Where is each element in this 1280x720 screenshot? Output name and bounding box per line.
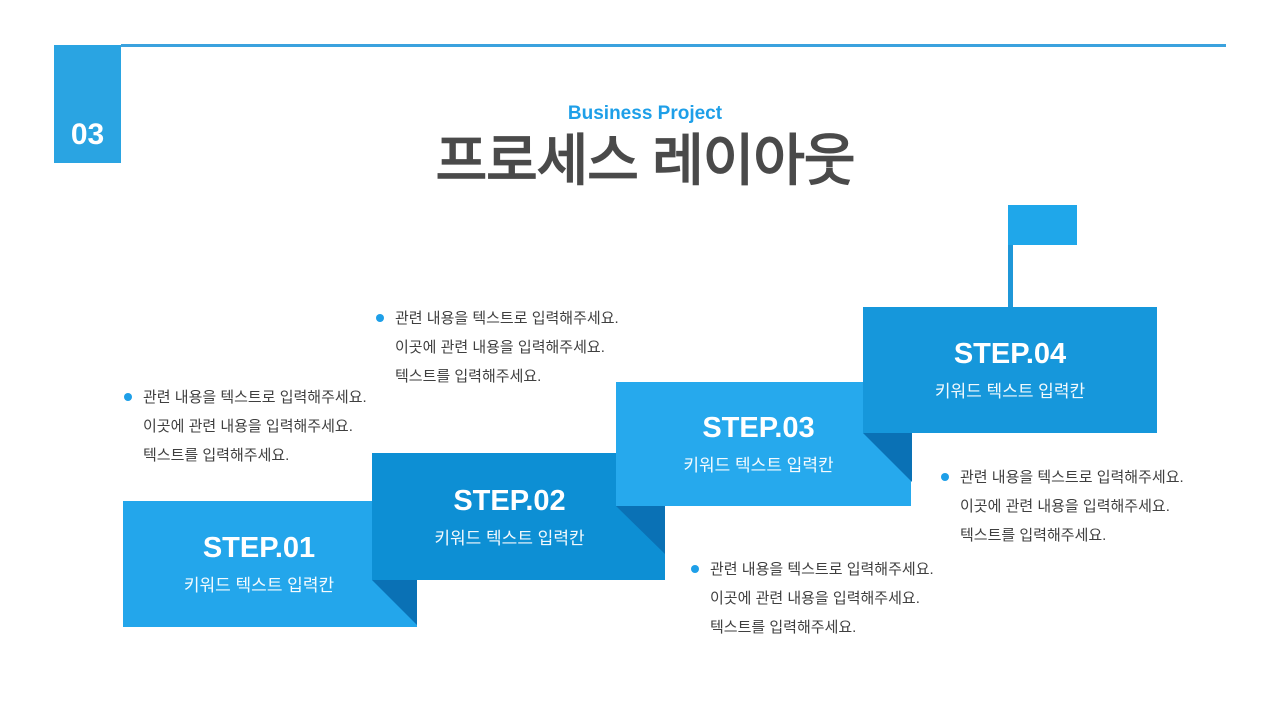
note-line: 관련 내용을 텍스트로 입력해주세요. [960,469,1184,486]
note-block-3: 관련 내용을 텍스트로 입력해주세요. 이곳에 관련 내용을 입력해주세요. 텍… [691,555,934,642]
note-line: 텍스트를 입력해주세요. [710,619,857,636]
note-line: 텍스트를 입력해주세요. [395,368,542,385]
step-4-keyword: 키워드 텍스트 입력칸 [934,382,1086,401]
step-3-name: STEP.03 [702,412,815,444]
bullet-icon [124,393,132,401]
section-number: 03 [70,118,105,151]
slide-title: 프로세스 레이아웃 [435,128,856,192]
note-1-text: 관련 내용을 텍스트로 입력해주세요. 이곳에 관련 내용을 입력해주세요. 텍… [143,383,367,470]
note-line: 관련 내용을 텍스트로 입력해주세요. [710,561,934,578]
note-2-text: 관련 내용을 텍스트로 입력해주세요. 이곳에 관련 내용을 입력해주세요. 텍… [395,304,619,391]
note-line: 이곳에 관련 내용을 입력해주세요. [710,590,920,607]
step-4-name: STEP.04 [953,338,1067,370]
note-block-2: 관련 내용을 텍스트로 입력해주세요. 이곳에 관련 내용을 입력해주세요. 텍… [376,304,619,391]
bullet-icon [941,473,949,481]
flag-icon [1008,205,1077,245]
note-block-4: 관련 내용을 텍스트로 입력해주세요. 이곳에 관련 내용을 입력해주세요. 텍… [941,463,1184,550]
step-box-2: STEP.02 키워드 텍스트 입력칸 [372,453,665,580]
flag-pole-icon [1008,205,1013,307]
note-line: 텍스트를 입력해주세요. [143,447,290,464]
step-box-3: STEP.03 키워드 텍스트 입력칸 [616,382,911,506]
slide-header: Business Project 프로세스 레이아웃 [0,103,1280,191]
slide-subtitle: Business Project [567,103,723,124]
header-rule [121,44,1226,47]
note-line: 이곳에 관련 내용을 입력해주세요. [960,498,1170,515]
note-block-1: 관련 내용을 텍스트로 입력해주세요. 이곳에 관련 내용을 입력해주세요. 텍… [124,383,367,470]
step-box-4: STEP.04 키워드 텍스트 입력칸 [863,307,1157,433]
note-line: 관련 내용을 텍스트로 입력해주세요. [143,389,367,406]
step-1-keyword: 키워드 텍스트 입력칸 [183,576,335,595]
note-line: 이곳에 관련 내용을 입력해주세요. [143,418,353,435]
step-2-keyword: 키워드 텍스트 입력칸 [434,528,585,548]
note-line: 이곳에 관련 내용을 입력해주세요. [395,339,605,356]
step-box-1: STEP.01 키워드 텍스트 입력칸 [123,501,417,627]
bullet-icon [376,314,384,322]
step-3-keyword: 키워드 텍스트 입력칸 [683,456,834,475]
step-1-name: STEP.01 [202,532,316,564]
step-2-name: STEP.02 [453,484,566,517]
bullet-icon [691,565,699,573]
note-3-text: 관련 내용을 텍스트로 입력해주세요. 이곳에 관련 내용을 입력해주세요. 텍… [710,555,934,642]
note-4-text: 관련 내용을 텍스트로 입력해주세요. 이곳에 관련 내용을 입력해주세요. 텍… [960,463,1184,550]
note-line: 관련 내용을 텍스트로 입력해주세요. [395,310,619,327]
note-line: 텍스트를 입력해주세요. [960,527,1107,544]
section-number-badge: 03 [54,45,121,163]
